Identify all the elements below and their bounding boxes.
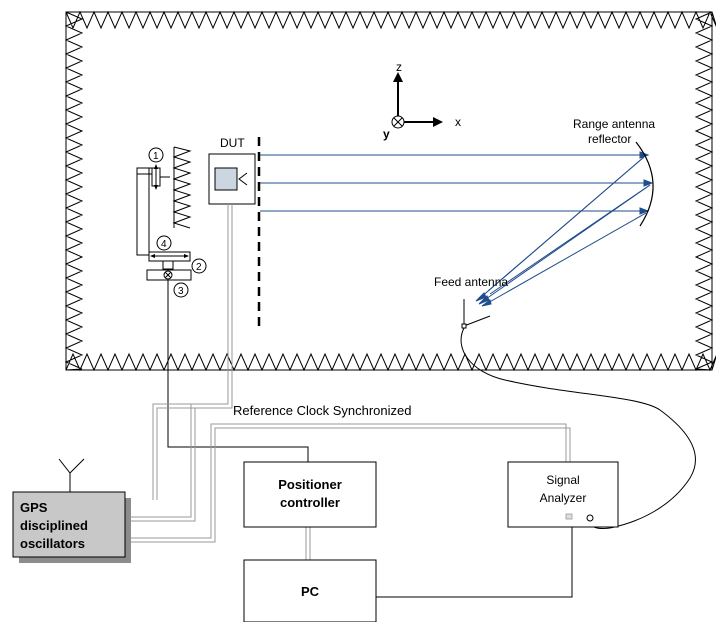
reference-clock-label: Reference Clock Synchronized [233, 403, 411, 418]
gps-label-3: oscillators [20, 536, 85, 551]
marker-4-label: 4 [161, 239, 167, 250]
pc-label: PC [301, 584, 320, 599]
axis-x-label: x [455, 115, 461, 129]
absorber-walls [64, 10, 716, 372]
cables [130, 204, 696, 598]
positioner-absorber [172, 146, 192, 229]
signal-analyzer-label-2: Analyzer [540, 491, 587, 505]
axis-z-label: z [396, 60, 402, 74]
signal-analyzer-label-1: Signal [546, 473, 579, 487]
marker-3 [173, 282, 189, 298]
marker-2 [191, 258, 207, 274]
gps-label-2: disciplined [20, 518, 88, 533]
antenna-icon [58, 458, 85, 492]
analyzer-port-circle [586, 514, 594, 522]
pc-box: PC [243, 559, 377, 622]
rays [260, 151, 654, 307]
marker-2-label: 2 [196, 262, 202, 273]
positioner-controller-label-2: controller [280, 495, 340, 510]
dut: DUT [208, 136, 261, 330]
marker-4 [156, 235, 172, 251]
positioner-assembly: 1 4 2 3 [136, 146, 207, 298]
dut-label: DUT [220, 136, 245, 150]
anechoic-chamber [64, 10, 716, 372]
gps-label-1: GPS [20, 500, 48, 515]
positioner-controller-label-1: Positioner [278, 477, 342, 492]
signal-analyzer-box: Signal Analyzer [507, 461, 619, 528]
marker-3-label: 3 [178, 286, 184, 297]
range-reflector-label-1: Range antenna [573, 117, 655, 131]
analyzer-port-square [565, 513, 573, 520]
coordinate-axes: z y x [383, 60, 461, 141]
marker-1-label: 1 [153, 151, 159, 162]
feed-antenna-label: Feed antenna [434, 275, 508, 289]
range-reflector-label-2: reflector [588, 132, 631, 146]
gps-oscillators-box: GPS disciplined oscillators [12, 491, 131, 563]
feed-antenna: Feed antenna [434, 275, 508, 329]
range-antenna-reflector [635, 141, 654, 227]
positioner-controller-box: Positioner controller [243, 461, 377, 528]
marker-1 [148, 147, 164, 163]
axis-y-label: y [383, 127, 390, 141]
